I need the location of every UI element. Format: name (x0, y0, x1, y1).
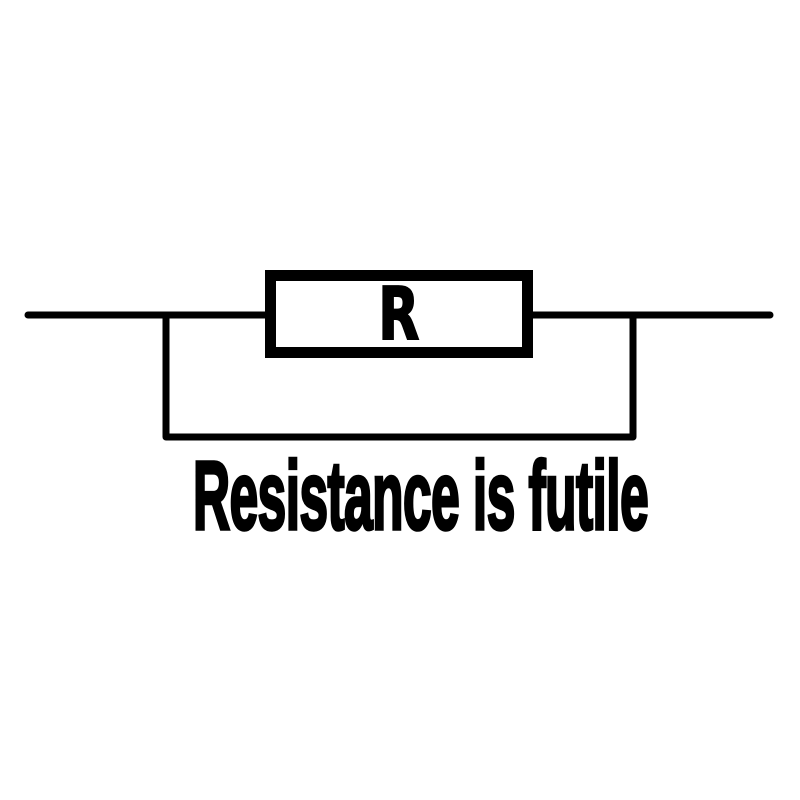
caption-text: Resistance is futile (192, 441, 650, 550)
resistor-symbol: R (265, 270, 533, 358)
resistor-label: R (378, 272, 421, 356)
short-circuit-bypass-wire (162, 311, 637, 441)
